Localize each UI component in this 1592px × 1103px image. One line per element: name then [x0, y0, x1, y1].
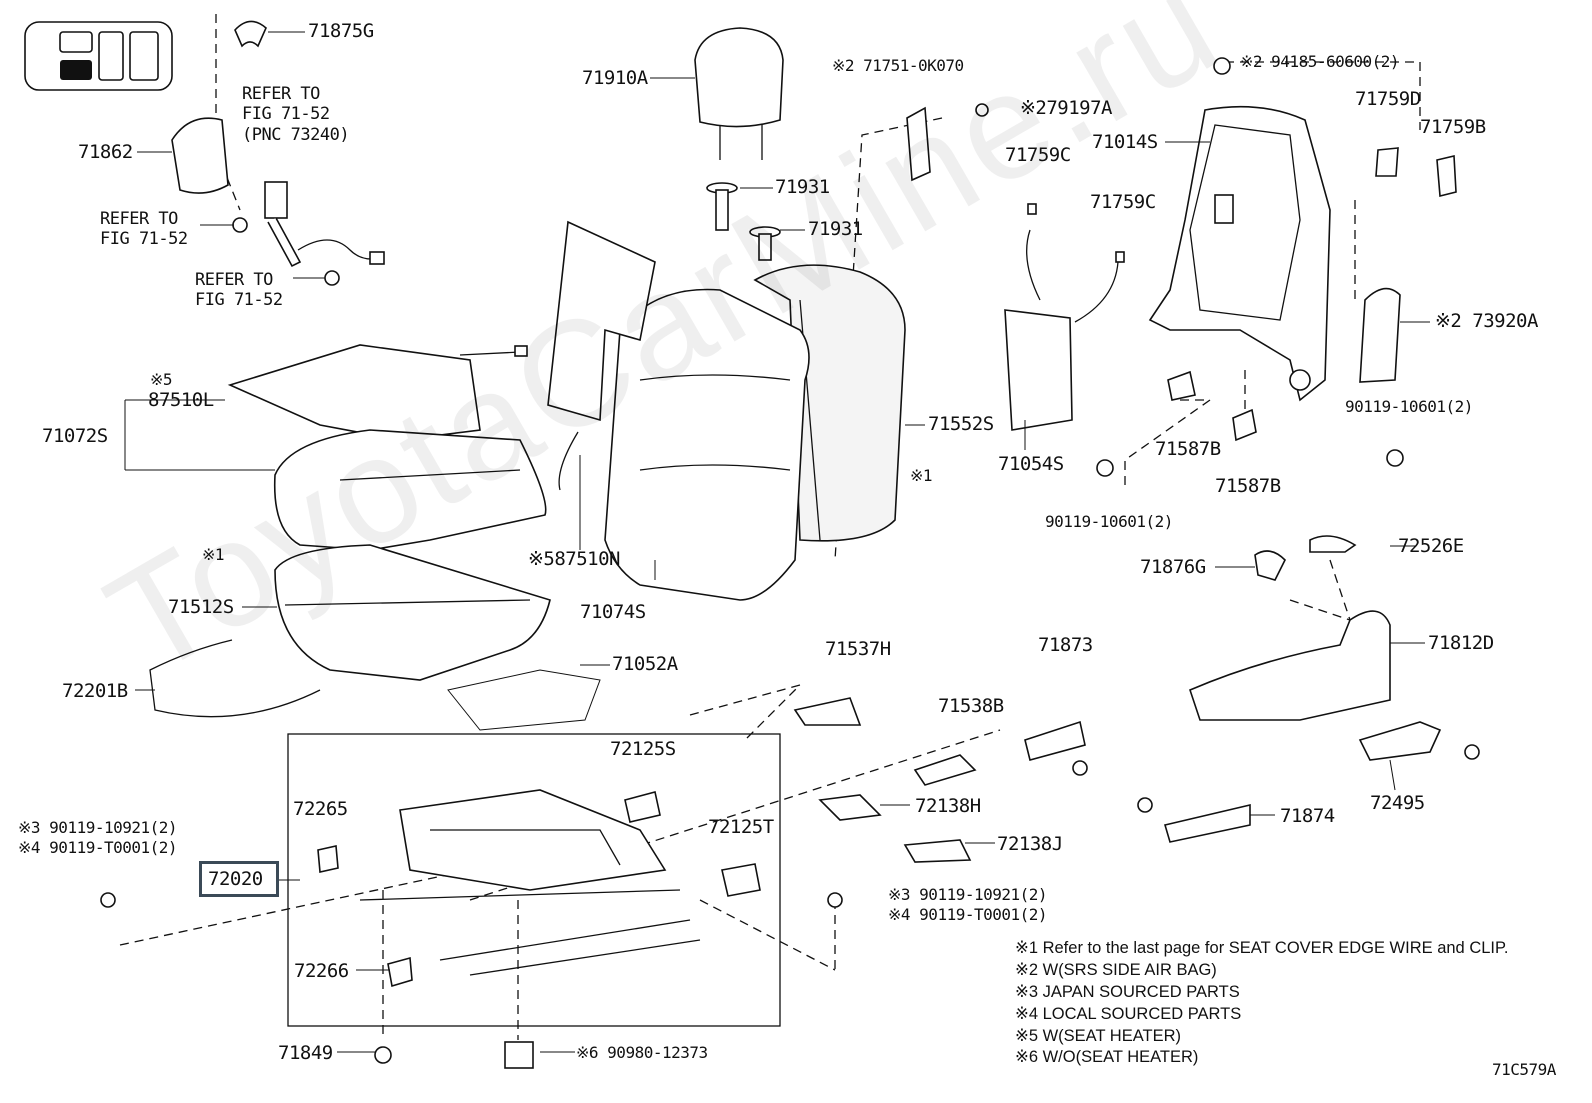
part-label-71931-lower[interactable]: 71931	[808, 218, 863, 240]
part-shape-71074S	[604, 288, 810, 601]
part-label-72265[interactable]: 72265	[293, 798, 348, 820]
part-label-71052A[interactable]: 71052A	[612, 653, 678, 675]
part-shape-71875G	[234, 20, 267, 48]
part-label-72266[interactable]: 72266	[294, 960, 349, 982]
part-label-71537H[interactable]: 71537H	[825, 638, 891, 660]
part-shape-71072S	[273, 429, 547, 551]
part-label-90980-12373[interactable]: ※6 90980-12373	[576, 1043, 708, 1062]
part-shape-72020	[359, 789, 701, 976]
edge-wire-mark-left: ※1	[202, 545, 225, 564]
part-label-72495[interactable]: 72495	[1370, 792, 1425, 814]
guide-lines	[119, 14, 1421, 1040]
note-1: ※1 Refer to the last page for SEAT COVER…	[1015, 939, 1509, 957]
part-shape-72138H	[818, 794, 882, 821]
part-label-90119-10601-right[interactable]: 90119-10601(2)	[1345, 397, 1473, 416]
part-label-71587B-left[interactable]: 71587B	[1155, 438, 1221, 460]
part-label-90119-T0001-mid[interactable]: ※4 90119-T0001(2)	[888, 905, 1048, 924]
seat-position-icon	[24, 21, 173, 91]
part-label-90119-T0001-left[interactable]: ※4 90119-T0001(2)	[18, 838, 178, 857]
part-shape-71759D	[1375, 147, 1399, 177]
refer-to-fig-71-52-lower[interactable]: REFER TO FIG 71-52	[195, 270, 283, 311]
note-5: ※5 W(SEAT HEATER)	[1015, 1027, 1182, 1045]
part-label-71873[interactable]: 71873	[1038, 634, 1093, 656]
part-label-72526E[interactable]: 72526E	[1398, 535, 1464, 557]
part-shape-71931	[706, 182, 781, 261]
part-shape-73920A	[1359, 287, 1401, 383]
part-shape-72495	[1358, 721, 1442, 761]
leader-lines	[124, 31, 1430, 1053]
part-shape-71512S	[274, 544, 551, 681]
part-label-71862[interactable]: 71862	[78, 141, 133, 163]
note-6: ※6 W/O(SEAT HEATER)	[1015, 1048, 1199, 1066]
note-4: ※4 LOCAL SOURCED PARTS	[1015, 1005, 1242, 1023]
part-label-71759C-right[interactable]: 71759C	[1090, 191, 1156, 213]
part-label-72125T[interactable]: 72125T	[708, 816, 774, 838]
part-label-87510N[interactable]: ※587510N	[528, 548, 621, 570]
part-label-71552S[interactable]: 71552S	[928, 413, 994, 435]
part-shape-71876G	[1254, 550, 1286, 581]
part-label-87510L[interactable]: 87510L	[148, 389, 214, 411]
part-shape-71751	[906, 106, 931, 182]
part-shape-71759B	[1436, 155, 1457, 198]
diagram-code: 71C579A	[1492, 1060, 1556, 1079]
part-label-71587B-right[interactable]: 71587B	[1215, 475, 1281, 497]
part-shape-87510L	[227, 344, 528, 441]
seat-heater-mark: ※5	[150, 370, 173, 389]
selected-part-highlight	[199, 861, 279, 897]
part-label-94185-60600[interactable]: ※2 94185-60600(2)	[1240, 52, 1400, 71]
part-label-71054S[interactable]: 71054S	[998, 453, 1064, 475]
part-shape-72201B	[149, 639, 321, 718]
part-shape-71014S	[1148, 105, 1331, 402]
part-label-71874[interactable]: 71874	[1280, 805, 1335, 827]
note-3: ※3 JAPAN SOURCED PARTS	[1015, 983, 1240, 1001]
part-label-71759D[interactable]: 71759D	[1355, 88, 1421, 110]
part-shape-71862	[171, 117, 229, 194]
part-label-72138H[interactable]: 72138H	[915, 795, 981, 817]
note-2: ※2 W(SRS SIDE AIR BAG)	[1015, 961, 1217, 979]
part-label-90119-10921-left[interactable]: ※3 90119-10921(2)	[18, 818, 178, 837]
part-label-79197A[interactable]: ※279197A	[1020, 97, 1113, 119]
part-shape-71054S	[1004, 203, 1125, 431]
part-label-71074S[interactable]: 71074S	[580, 601, 646, 623]
part-shape-71537H	[793, 697, 862, 726]
part-label-72020[interactable]: 72020	[208, 868, 263, 890]
part-shape-71874	[1163, 803, 1251, 843]
part-label-71876G[interactable]: 71876G	[1140, 556, 1206, 578]
part-label-71812D[interactable]: 71812D	[1428, 632, 1494, 654]
part-shape-buckle	[232, 181, 385, 286]
part-label-71751-0K070[interactable]: ※2 71751-0K070	[832, 56, 964, 75]
part-shape-87510N	[547, 220, 656, 491]
part-label-90119-10921-mid[interactable]: ※3 90119-10921(2)	[888, 885, 1048, 904]
part-shape-71812D	[1189, 610, 1391, 721]
part-label-72125S[interactable]: 72125S	[610, 738, 676, 760]
part-label-73920A[interactable]: ※2 73920A	[1435, 310, 1538, 332]
part-label-90119-10601-lower[interactable]: 90119-10601(2)	[1045, 512, 1173, 531]
part-label-71759C-left[interactable]: 71759C	[1005, 144, 1071, 166]
part-label-71512S[interactable]: 71512S	[168, 596, 234, 618]
part-shape-71873	[1024, 720, 1086, 761]
part-shape-72138J	[903, 839, 972, 863]
part-label-72201B[interactable]: 72201B	[62, 680, 128, 702]
part-label-71538B[interactable]: 71538B	[938, 695, 1004, 717]
part-label-71931-upper[interactable]: 71931	[775, 176, 830, 198]
refer-to-fig-71-52[interactable]: REFER TO FIG 71-52	[100, 209, 188, 250]
part-label-71910A[interactable]: 71910A	[582, 67, 648, 89]
part-label-71875G[interactable]: 71875G	[308, 20, 374, 42]
part-label-71759B[interactable]: 71759B	[1420, 116, 1486, 138]
part-label-71849[interactable]: 71849	[278, 1042, 333, 1064]
part-shape-72526E	[1309, 535, 1357, 553]
part-label-71014S[interactable]: 71014S	[1092, 131, 1158, 153]
refer-to-fig-71-52-pnc[interactable]: REFER TO FIG 71-52 (PNC 73240)	[242, 84, 350, 145]
part-label-71072S[interactable]: 71072S	[42, 425, 108, 447]
edge-wire-mark-mid: ※1	[910, 466, 933, 485]
part-shape-71538B	[913, 754, 977, 786]
part-shape-71910A	[694, 27, 784, 160]
part-label-72138J[interactable]: 72138J	[997, 833, 1063, 855]
part-shape-71052A	[447, 669, 601, 731]
